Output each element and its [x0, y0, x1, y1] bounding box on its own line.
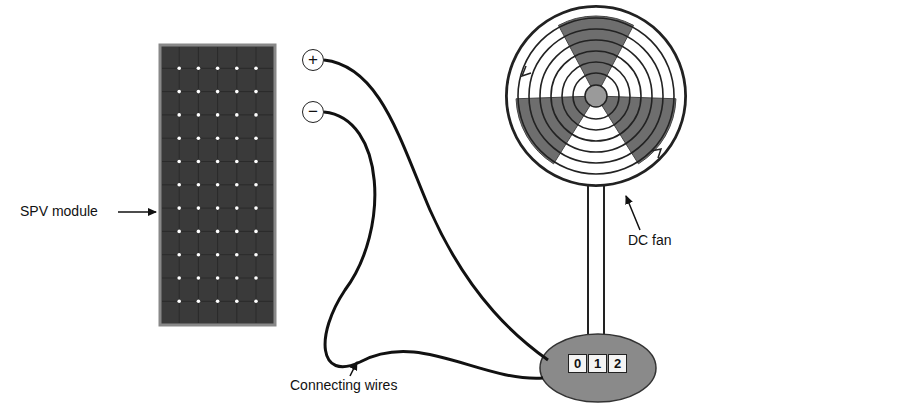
node-text: 0	[574, 356, 581, 371]
meter-digit: 0	[568, 354, 587, 373]
dc-fan	[506, 6, 686, 186]
part-label: SPV module	[20, 203, 98, 219]
node-text: 1	[594, 356, 601, 371]
node-text: −	[308, 102, 318, 122]
part-label: Connecting wires	[290, 377, 397, 393]
part-label: DC fan	[628, 232, 672, 248]
node-text: 2	[614, 356, 621, 371]
fan-stand	[603, 186, 605, 340]
terminal-negative: −	[302, 101, 324, 123]
spv-panel	[160, 45, 275, 325]
wire-positive	[324, 60, 548, 360]
wire-negative	[324, 112, 543, 378]
node-text: +	[308, 50, 318, 70]
terminal-positive: +	[302, 49, 324, 71]
meter-digit: 2	[608, 354, 627, 373]
leader-arrow	[626, 196, 640, 230]
panel-cells	[162, 47, 273, 323]
leader-arrow	[118, 211, 156, 213]
meter-digit: 1	[588, 354, 607, 373]
meter-body	[540, 334, 656, 402]
leader-arrow	[350, 362, 357, 376]
fan-stand	[587, 186, 589, 340]
